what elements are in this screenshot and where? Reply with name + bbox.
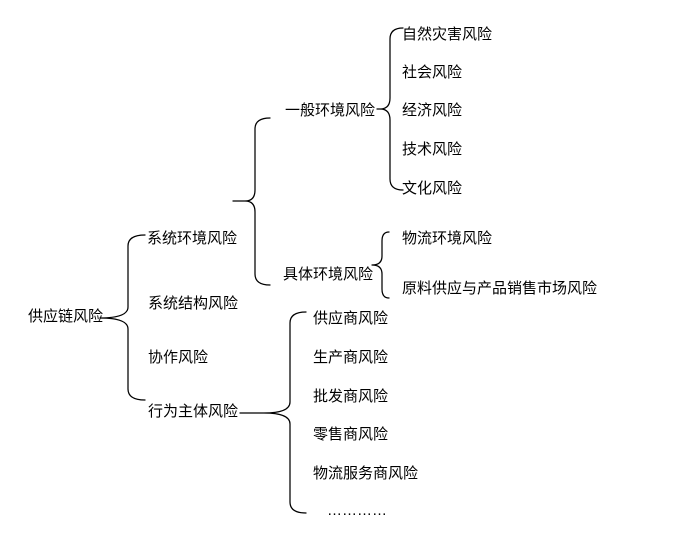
general-env-brace (376, 27, 404, 191)
specific-env-brace (371, 231, 390, 299)
node-economic-risk: 经济风险 (402, 102, 463, 119)
system-env-brace (232, 117, 271, 286)
node-manufacturer-risk: 生产商风险 (313, 349, 389, 366)
node-technical-risk: 技术风险 (402, 141, 463, 158)
node-system-environment-risk: 系统环境风险 (147, 230, 238, 247)
node-material-supply-market-risk: 原料供应与产品销售市场风险 (402, 280, 598, 297)
node-logistics-provider-risk: 物流服务商风险 (313, 465, 419, 482)
behavior-brace (239, 311, 307, 514)
node-system-structure-risk: 系统结构风险 (148, 295, 239, 312)
node-specific-environment-risk: 具体环境风险 (283, 266, 374, 283)
node-logistics-environment-risk: 物流环境风险 (402, 230, 493, 247)
node-social-risk: 社会风险 (402, 64, 463, 81)
node-natural-disaster-risk: 自然灾害风险 (402, 26, 493, 43)
node-cultural-risk: 文化风险 (402, 180, 463, 197)
root-brace (99, 234, 146, 401)
node-supply-chain-risk: 供应链风险 (28, 308, 104, 325)
node-cooperation-risk: 协作风险 (148, 349, 209, 366)
node-supplier-risk: 供应商风险 (313, 310, 389, 327)
node-wholesaler-risk: 批发商风险 (313, 388, 389, 405)
node-ellipsis-more: ………… (327, 502, 387, 519)
node-general-environment-risk: 一般环境风险 (285, 102, 376, 119)
node-behavior-subject-risk: 行为主体风险 (148, 403, 239, 420)
node-retailer-risk: 零售商风险 (313, 426, 389, 443)
